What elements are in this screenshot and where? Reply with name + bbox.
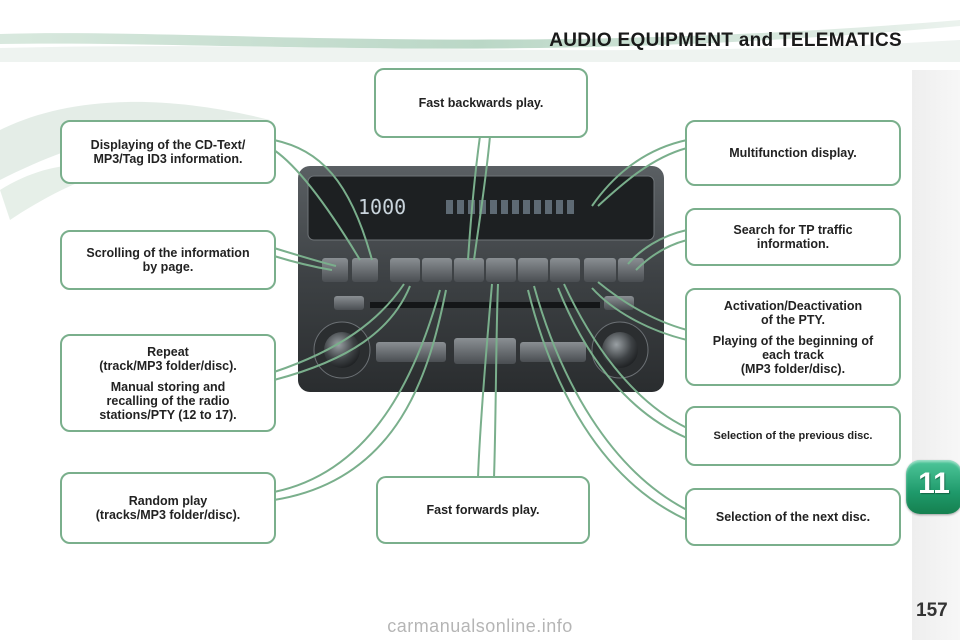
callout-text: Displaying of the CD-Text/ MP3/Tag ID3 i…: [90, 138, 246, 166]
page-title: AUDIO EQUIPMENT and TELEMATICS: [549, 30, 902, 51]
callout-text: Manual storing and recalling of the radi…: [99, 379, 237, 422]
callout-next-disc: Selection of the next disc.: [685, 488, 901, 546]
tuning-knob: [602, 332, 638, 368]
callout-text: Multifunction display.: [729, 146, 857, 160]
page-number: 157: [916, 600, 948, 621]
callout-pty-activation: Activation/Deactivation of the PTY. Play…: [685, 288, 901, 386]
callout-text: Selection of the previous disc.: [713, 429, 873, 442]
chapter-badge: 11: [906, 460, 960, 514]
callout-text: Scrolling of the information by page.: [86, 246, 250, 274]
callout-text: Search for TP traffic information.: [733, 223, 853, 251]
callout-tp-search: Search for TP traffic information.: [685, 208, 901, 266]
callout-text: Repeat (track/MP3 folder/disc).: [99, 344, 237, 373]
callout-repeat-storing: Repeat (track/MP3 folder/disc). Manual s…: [60, 334, 276, 432]
header-swoosh-decoration: [0, 20, 960, 62]
callout-multifunction-display: Multifunction display.: [685, 120, 901, 186]
volume-knob: [324, 332, 360, 368]
callout-text: Fast backwards play.: [418, 96, 544, 110]
callout-text: Activation/Deactivation of the PTY.: [723, 298, 863, 327]
callout-previous-disc: Selection of the previous disc.: [685, 406, 901, 466]
callout-text: Selection of the next disc.: [715, 510, 871, 524]
chapter-number: 11: [918, 467, 950, 500]
radio-display-readout: 1000: [358, 195, 406, 219]
callout-fast-forwards: Fast forwards play.: [376, 476, 590, 544]
callout-text: Random play (tracks/MP3 folder/disc).: [95, 494, 241, 522]
callout-random-play: Random play (tracks/MP3 folder/disc).: [60, 472, 276, 544]
callout-cd-text-info: Displaying of the CD-Text/ MP3/Tag ID3 i…: [60, 120, 276, 184]
callout-fast-backwards: Fast backwards play.: [374, 68, 588, 138]
cd-slot: [370, 302, 600, 308]
page-header: AUDIO EQUIPMENT and TELEMATICS: [0, 0, 960, 62]
watermark: carmanualsonline.info: [387, 616, 573, 636]
page-edge-bar: [912, 70, 960, 640]
radio-top-button-row: [322, 258, 644, 282]
callout-text: Fast forwards play.: [426, 503, 540, 517]
callout-text: Playing of the beginning of each track (…: [712, 333, 874, 376]
callout-scroll-info: Scrolling of the information by page.: [60, 230, 276, 290]
radio-unit-illustration: 1000: [298, 166, 664, 392]
